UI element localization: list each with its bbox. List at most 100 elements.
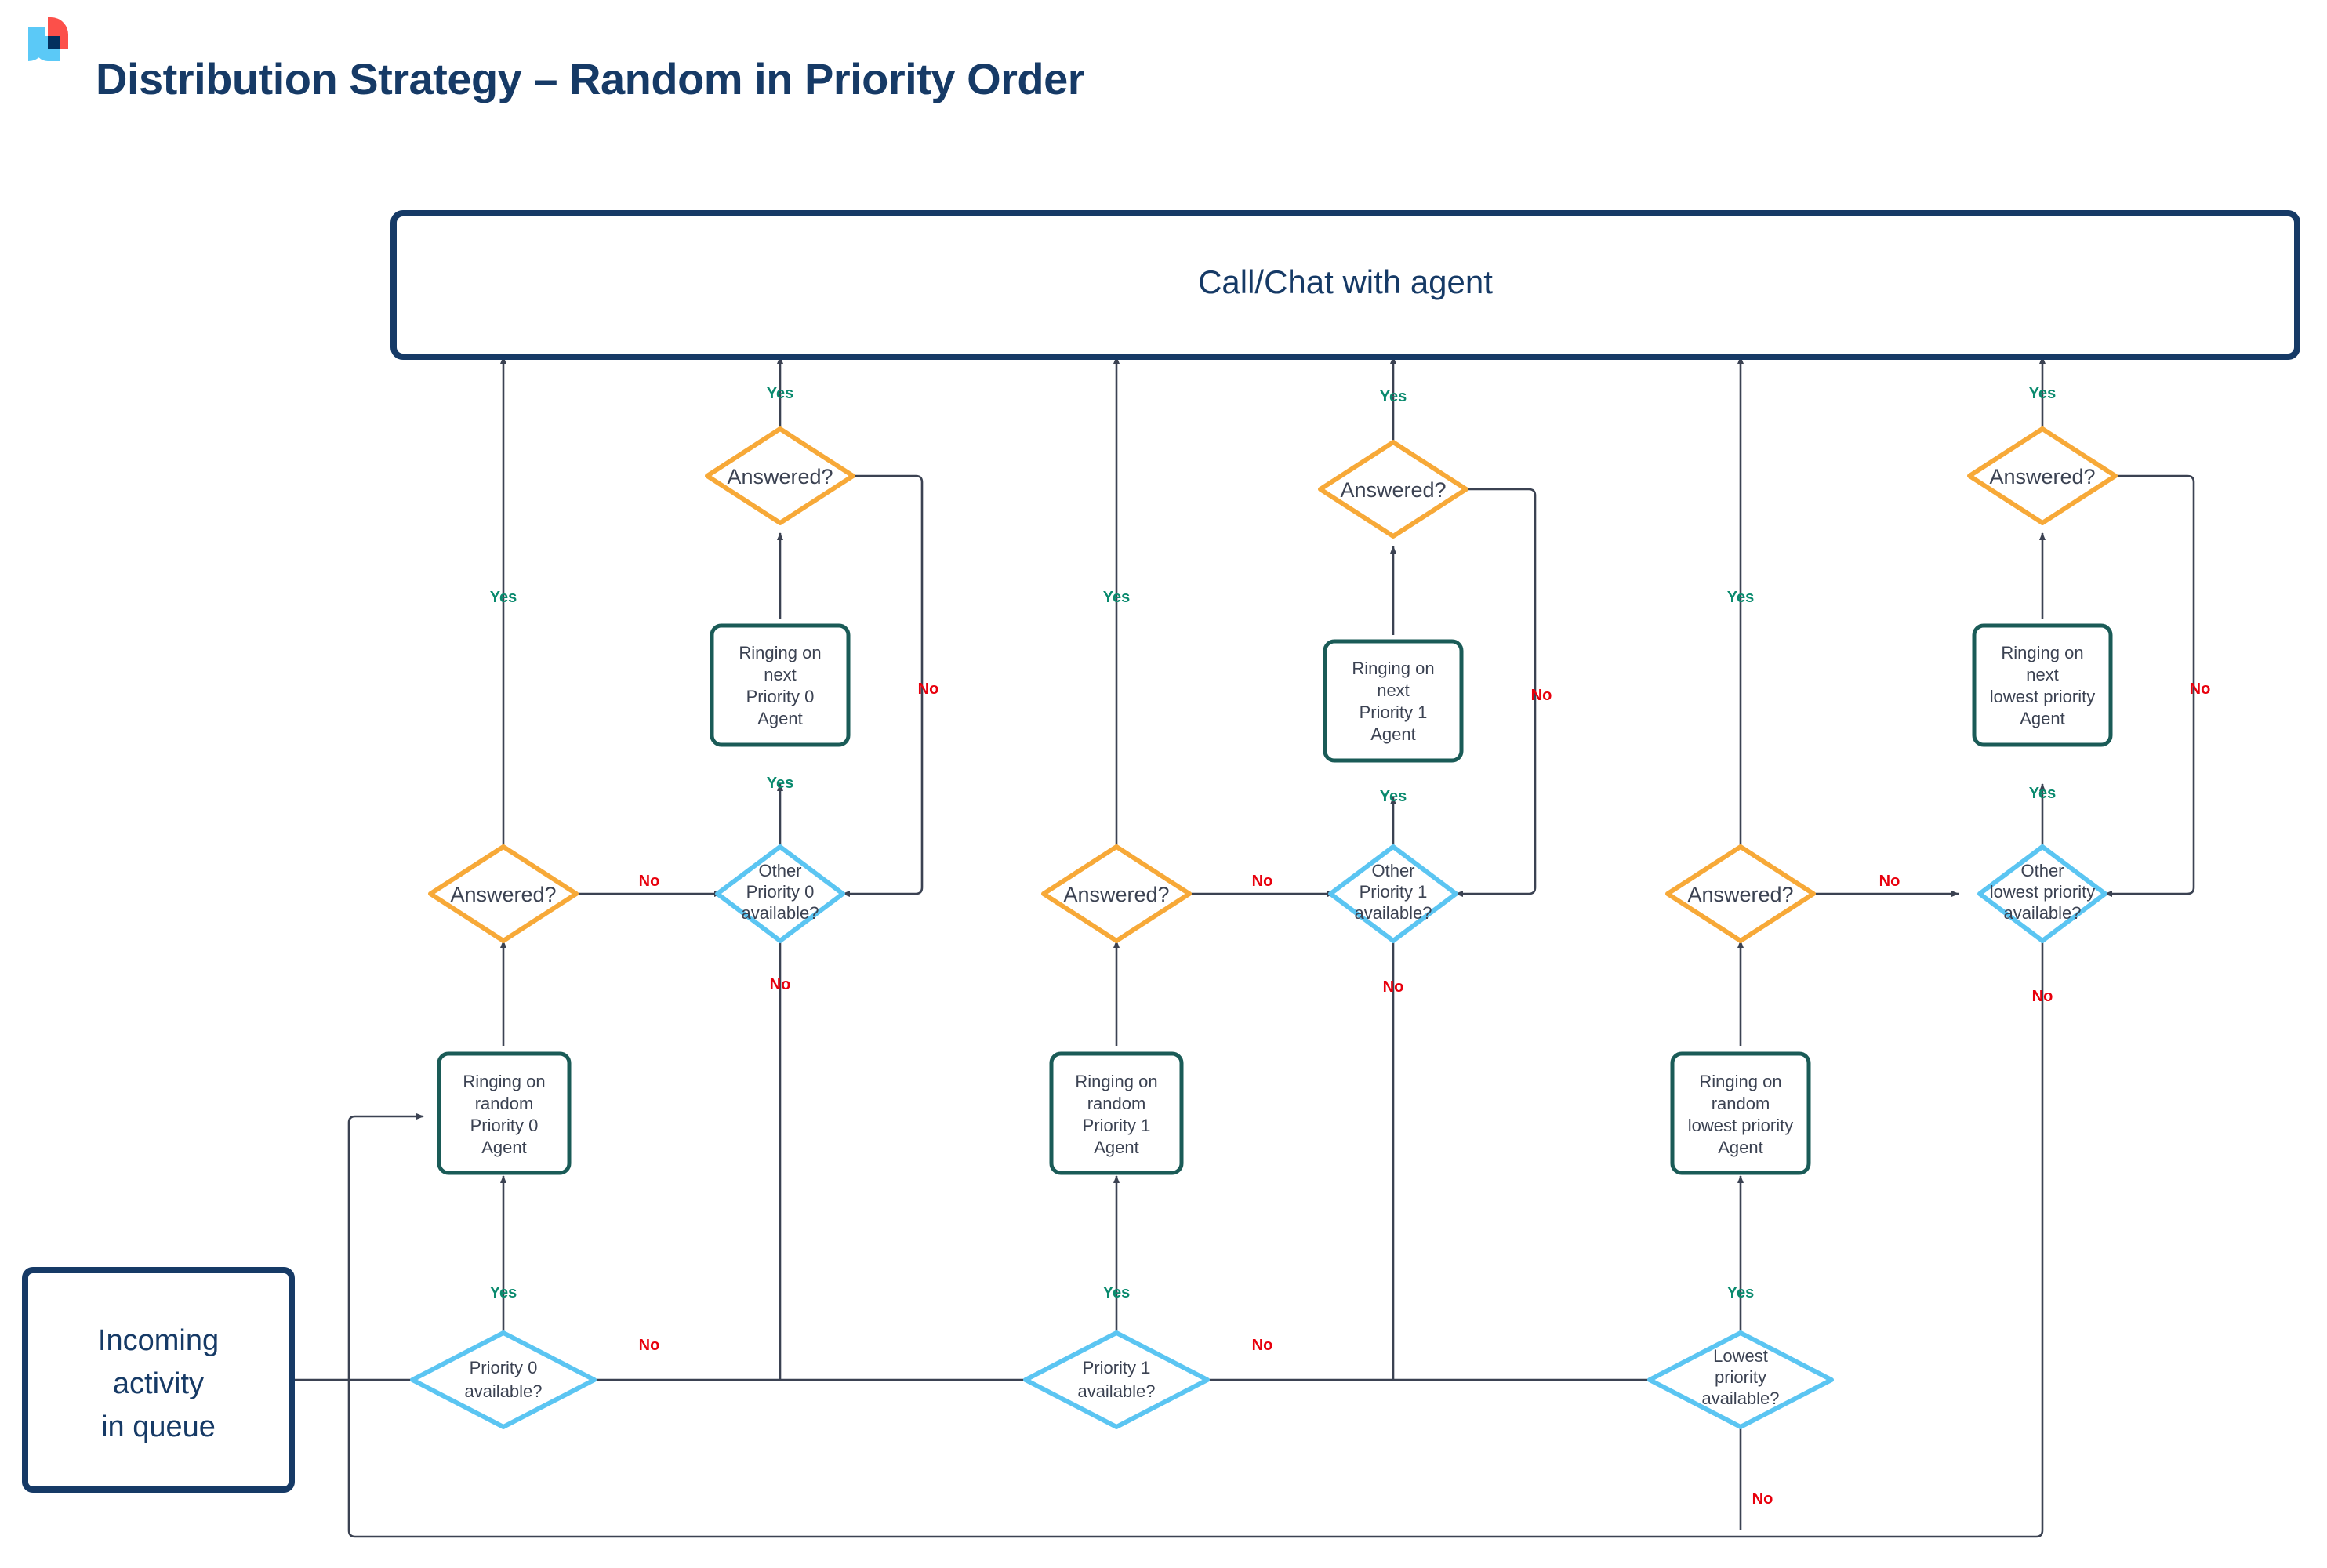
node-lowest-available-decision[interactable]: Lowest priority available?: [1647, 1330, 1834, 1429]
label-p0-other-no: No: [770, 976, 791, 993]
p0-random-line-4: Agent: [481, 1138, 527, 1157]
lp-available-line-2: priority: [1715, 1367, 1766, 1387]
node-incoming-activity-text: Incoming activity in queue: [98, 1324, 219, 1443]
p0-next-line-3: Priority 0: [746, 687, 815, 706]
lp-other-line-2: lowest priority: [1990, 882, 2095, 902]
node-lowest-answered-2[interactable]: Answered?: [1967, 426, 2118, 525]
label-p1-other-yes: Yes: [1380, 788, 1407, 805]
start-label-line-2: activity: [113, 1367, 204, 1400]
p0-next-line-1: Ringing on: [739, 643, 821, 662]
start-label-line-3: in queue: [101, 1410, 216, 1443]
label-lp-other-yes: Yes: [2029, 785, 2056, 802]
node-p1-random-ring[interactable]: Ringing on random Priority 1 Agent: [1049, 1051, 1184, 1175]
node-call-chat-with-agent[interactable]: Call/Chat with agent: [390, 210, 2300, 360]
lp-other-line-1: Other: [2020, 861, 2064, 880]
label-p1-answered-yes: Yes: [1103, 589, 1130, 606]
label-p0-yes-entry: Yes: [490, 1284, 517, 1301]
lp-next-line-2: next: [2026, 665, 2059, 684]
node-incoming-activity[interactable]: [22, 1267, 295, 1493]
label-p1-answered2-no: No: [1531, 687, 1552, 704]
page-title: Distribution Strategy – Random in Priori…: [96, 54, 1085, 103]
label-p1-other-no: No: [1383, 978, 1404, 996]
node-p0-answered-1[interactable]: Answered?: [428, 844, 579, 943]
p0-random-line-2: random: [475, 1094, 534, 1113]
p0-other-line-3: available?: [741, 903, 819, 923]
node-lowest-random-ring[interactable]: Ringing on random lowest priority Agent: [1670, 1051, 1811, 1175]
lp-next-line-3: lowest priority: [1990, 687, 2095, 706]
p1-answered-2-label: Answered?: [1340, 478, 1446, 502]
lp-answered-2-label: Answered?: [1989, 465, 2095, 488]
p1-next-line-4: Agent: [1370, 724, 1416, 744]
lp-next-line-1: Ringing on: [2001, 643, 2083, 662]
label-lp-no-entry: No: [1752, 1490, 1773, 1508]
lp-next-line-4: Agent: [2020, 709, 2065, 728]
lp-random-line-3: lowest priority: [1688, 1116, 1793, 1135]
p0-next-line-4: Agent: [757, 709, 803, 728]
label-lp-other-no: No: [2032, 988, 2053, 1005]
node-p1-next-ring[interactable]: Ringing on next Priority 1 Agent: [1323, 639, 1464, 763]
p0-next-line-2: next: [764, 665, 797, 684]
p0-answered-1-label: Answered?: [450, 883, 556, 906]
p0-random-line-3: Priority 0: [470, 1116, 539, 1135]
p0-available-line-2: available?: [464, 1381, 542, 1401]
label-p0-answered-no: No: [639, 873, 660, 890]
label-p1-yes-entry: Yes: [1103, 1284, 1130, 1301]
node-p0-next-ring[interactable]: Ringing on next Priority 0 Agent: [710, 623, 851, 747]
p1-next-line-3: Priority 1: [1360, 702, 1428, 722]
p0-available-line-1: Priority 0: [470, 1358, 538, 1377]
node-p1-available-decision[interactable]: Priority 1 available?: [1023, 1330, 1210, 1429]
p1-random-line-3: Priority 1: [1083, 1116, 1151, 1135]
call-chat-label: Call/Chat with agent: [1198, 263, 1493, 300]
label-lp-answered-no: No: [1879, 873, 1900, 890]
label-lp-answered2-no: No: [2190, 681, 2211, 698]
node-lowest-other-available[interactable]: Other lowest priority available?: [1977, 844, 2107, 943]
edge-lp-other-no-return: [347, 941, 2044, 1538]
edge-p1-answered2-no-loop: [1446, 488, 1537, 897]
label-lp-answered2-yes: Yes: [2029, 385, 2056, 402]
p0-other-line-2: Priority 0: [746, 882, 815, 902]
page-header: Distribution Strategy – Random in Priori…: [0, 0, 2327, 157]
label-p1-answered2-yes: Yes: [1380, 388, 1407, 405]
lp-random-line-1: Ringing on: [1699, 1072, 1781, 1091]
node-p1-answered-2[interactable]: Answered?: [1318, 440, 1468, 539]
node-p0-available-decision[interactable]: Priority 0 available?: [410, 1330, 597, 1429]
edge-label-layer: Yes No Yes No Yes No Yes No Yes No Yes N…: [490, 385, 2211, 1508]
p1-next-line-2: next: [1377, 681, 1410, 700]
lp-available-line-1: Lowest: [1713, 1346, 1768, 1366]
lp-random-line-2: random: [1712, 1094, 1770, 1113]
p0-random-line-1: Ringing on: [463, 1072, 545, 1091]
lp-random-line-4: Agent: [1718, 1138, 1763, 1157]
label-lp-answered-yes: Yes: [1727, 589, 1754, 606]
node-p0-other-available[interactable]: Other Priority 0 available?: [715, 844, 845, 943]
p1-other-line-3: available?: [1354, 903, 1432, 923]
node-lowest-answered-1[interactable]: Answered?: [1665, 844, 1816, 943]
p1-random-line-2: random: [1087, 1094, 1146, 1113]
edge-lp-answered2-no-loop: [2095, 474, 2195, 897]
p1-available-line-1: Priority 1: [1083, 1358, 1151, 1377]
start-label-line-1: Incoming: [98, 1324, 219, 1357]
node-p1-answered-1[interactable]: Answered?: [1041, 844, 1192, 943]
p1-random-line-4: Agent: [1094, 1138, 1139, 1157]
lp-other-line-3: available?: [2003, 903, 2081, 923]
label-p0-no-entry: No: [639, 1337, 660, 1354]
p1-available-line-2: available?: [1077, 1381, 1155, 1401]
label-p1-answered-no: No: [1252, 873, 1273, 890]
label-p0-answered-yes: Yes: [490, 589, 517, 606]
node-p0-answered-2[interactable]: Answered?: [705, 426, 855, 525]
label-p0-answered2-no: No: [918, 681, 939, 698]
edge-p0-answered2-no-loop: [833, 474, 924, 897]
node-p0-random-ring[interactable]: Ringing on random Priority 0 Agent: [437, 1051, 572, 1175]
lp-available-line-3: available?: [1701, 1388, 1779, 1408]
label-p0-other-yes: Yes: [767, 775, 793, 792]
node-p1-other-available[interactable]: Other Priority 1 available?: [1328, 844, 1458, 943]
edge-layer: [292, 356, 2195, 1538]
label-p0-answered2-yes: Yes: [767, 385, 793, 402]
p1-next-line-1: Ringing on: [1352, 659, 1434, 678]
node-lowest-next-ring[interactable]: Ringing on next lowest priority Agent: [1972, 623, 2113, 747]
brand-logo-icon: [25, 14, 69, 63]
p1-other-line-1: Other: [1371, 861, 1414, 880]
p0-other-line-1: Other: [758, 861, 801, 880]
label-p1-no-entry: No: [1252, 1337, 1273, 1354]
p1-answered-1-label: Answered?: [1063, 883, 1169, 906]
